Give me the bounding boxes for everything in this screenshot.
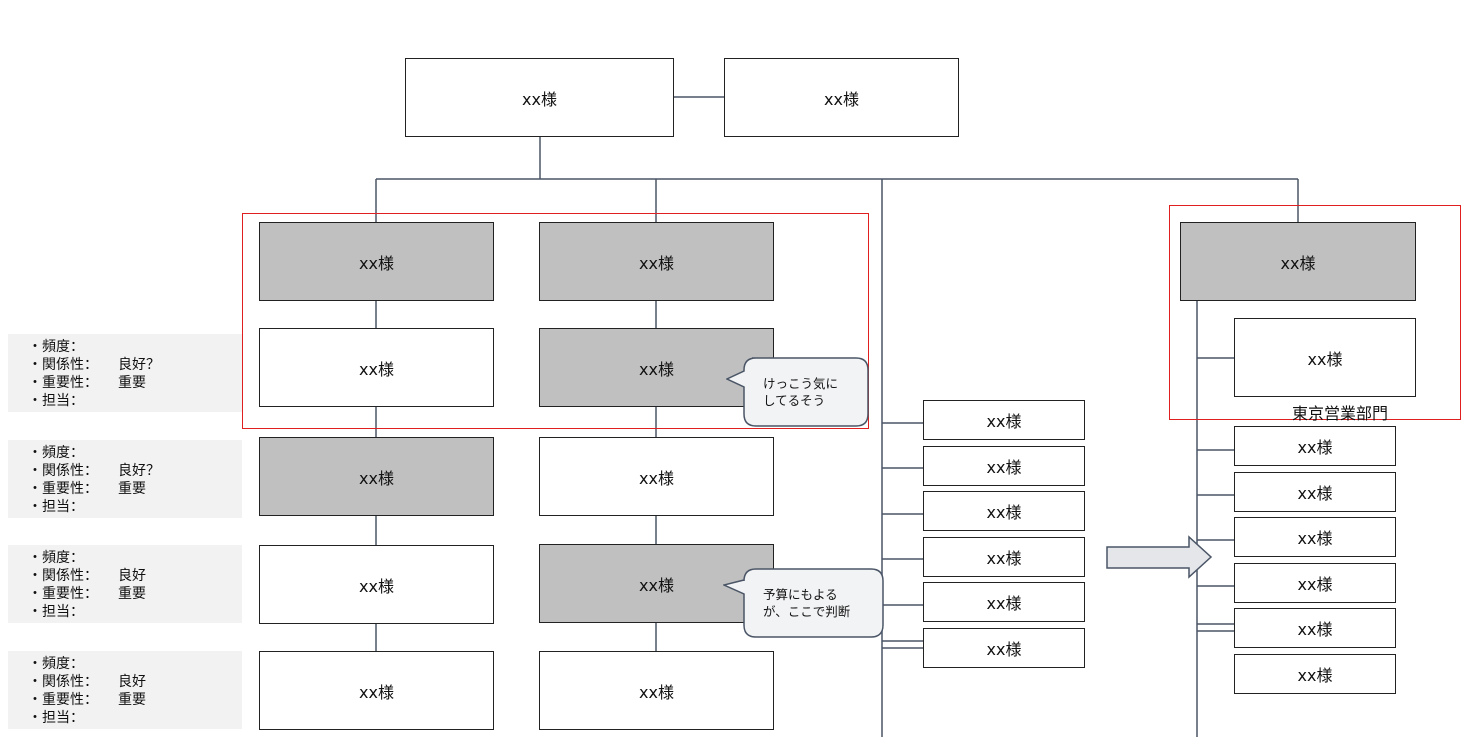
info-note-2: ・頻度： ・関係性： 良好？ ・重要性： 重要 ・担当： [8, 440, 242, 518]
speech-bubble-shape [723, 568, 884, 638]
note-value: 重要 [118, 375, 146, 391]
info-note-3: ・頻度： ・関係性： 良好 ・重要性： 重要 ・担当： [8, 545, 242, 623]
top-contact-box: xx様 [405, 58, 674, 137]
info-note-4: ・頻度： ・関係性： 良好 ・重要性： 重要 ・担当： [8, 651, 242, 729]
right-list-box-4: xx様 [1234, 563, 1396, 603]
note-label: ・関係性： [28, 674, 98, 690]
mid-list-box-6: xx様 [923, 628, 1085, 668]
note-value: 良好 [118, 674, 146, 690]
mid-list-box-5: xx様 [923, 582, 1085, 622]
highlight-frame-left [242, 213, 869, 429]
note-value: 重要 [118, 586, 146, 602]
right-list-box-5: xx様 [1234, 608, 1396, 648]
info-note-1: ・頻度： ・関係性： 良好？ ・重要性： 重要 ・担当： [8, 334, 242, 412]
col1-box-2: xx様 [259, 328, 494, 407]
callout-text-2: 予算にもよる が、ここで判断 [763, 587, 851, 619]
callout-note-1: けっこう気に してるそう [726, 357, 871, 429]
note-value: 重要 [118, 481, 146, 497]
col1-box-1: xx様 [259, 222, 494, 301]
note-label: ・重要性： [28, 586, 98, 602]
note-label: ・関係性： [28, 357, 98, 373]
right-sub-box: xx様 [1234, 318, 1416, 397]
col2-box-3: xx様 [539, 437, 774, 516]
mid-list-box-4: xx様 [923, 537, 1085, 577]
note-label: ・頻度： [28, 656, 84, 672]
note-label: ・担当： [28, 393, 84, 409]
note-label: ・頻度： [28, 339, 84, 355]
right-list-box-1: xx様 [1234, 426, 1396, 466]
note-label: ・担当： [28, 604, 84, 620]
top-partner-box: xx様 [724, 58, 959, 137]
speech-bubble-shape [726, 357, 869, 427]
note-label: ・関係性： [28, 568, 98, 584]
col1-box-3: xx様 [259, 437, 494, 516]
right-head-box: xx様 [1180, 222, 1416, 301]
note-value: 良好？ [118, 357, 160, 373]
highlight-frame-right [1169, 205, 1461, 420]
note-label: ・担当： [28, 499, 84, 515]
note-label: ・重要性： [28, 481, 98, 497]
col1-box-4: xx様 [259, 545, 494, 624]
note-value: 良好？ [118, 463, 160, 479]
note-value: 重要 [118, 692, 146, 708]
right-arrow-icon [1106, 535, 1213, 579]
mid-list-box-1: xx様 [923, 400, 1085, 440]
col1-box-5: xx様 [259, 651, 494, 730]
note-label: ・重要性： [28, 692, 98, 708]
mid-list-box-3: xx様 [923, 491, 1085, 531]
right-list-box-6: xx様 [1234, 654, 1396, 694]
note-value: 良好 [118, 568, 146, 584]
callout-note-2: 予算にもよる が、ここで判断 [723, 568, 887, 640]
right-list-box-3: xx様 [1234, 517, 1396, 557]
note-label: ・関係性： [28, 463, 98, 479]
callout-text-1: けっこう気に してるそう [763, 376, 839, 408]
col2-box-1: xx様 [539, 222, 774, 301]
note-label: ・担当： [28, 710, 84, 726]
col2-box-5: xx様 [539, 651, 774, 730]
note-label: ・頻度： [28, 445, 84, 461]
note-label: ・頻度： [28, 550, 84, 566]
department-label: 東京営業部門 [1292, 404, 1389, 423]
right-list-box-2: xx様 [1234, 472, 1396, 512]
note-label: ・重要性： [28, 375, 98, 391]
mid-list-box-2: xx様 [923, 446, 1085, 486]
